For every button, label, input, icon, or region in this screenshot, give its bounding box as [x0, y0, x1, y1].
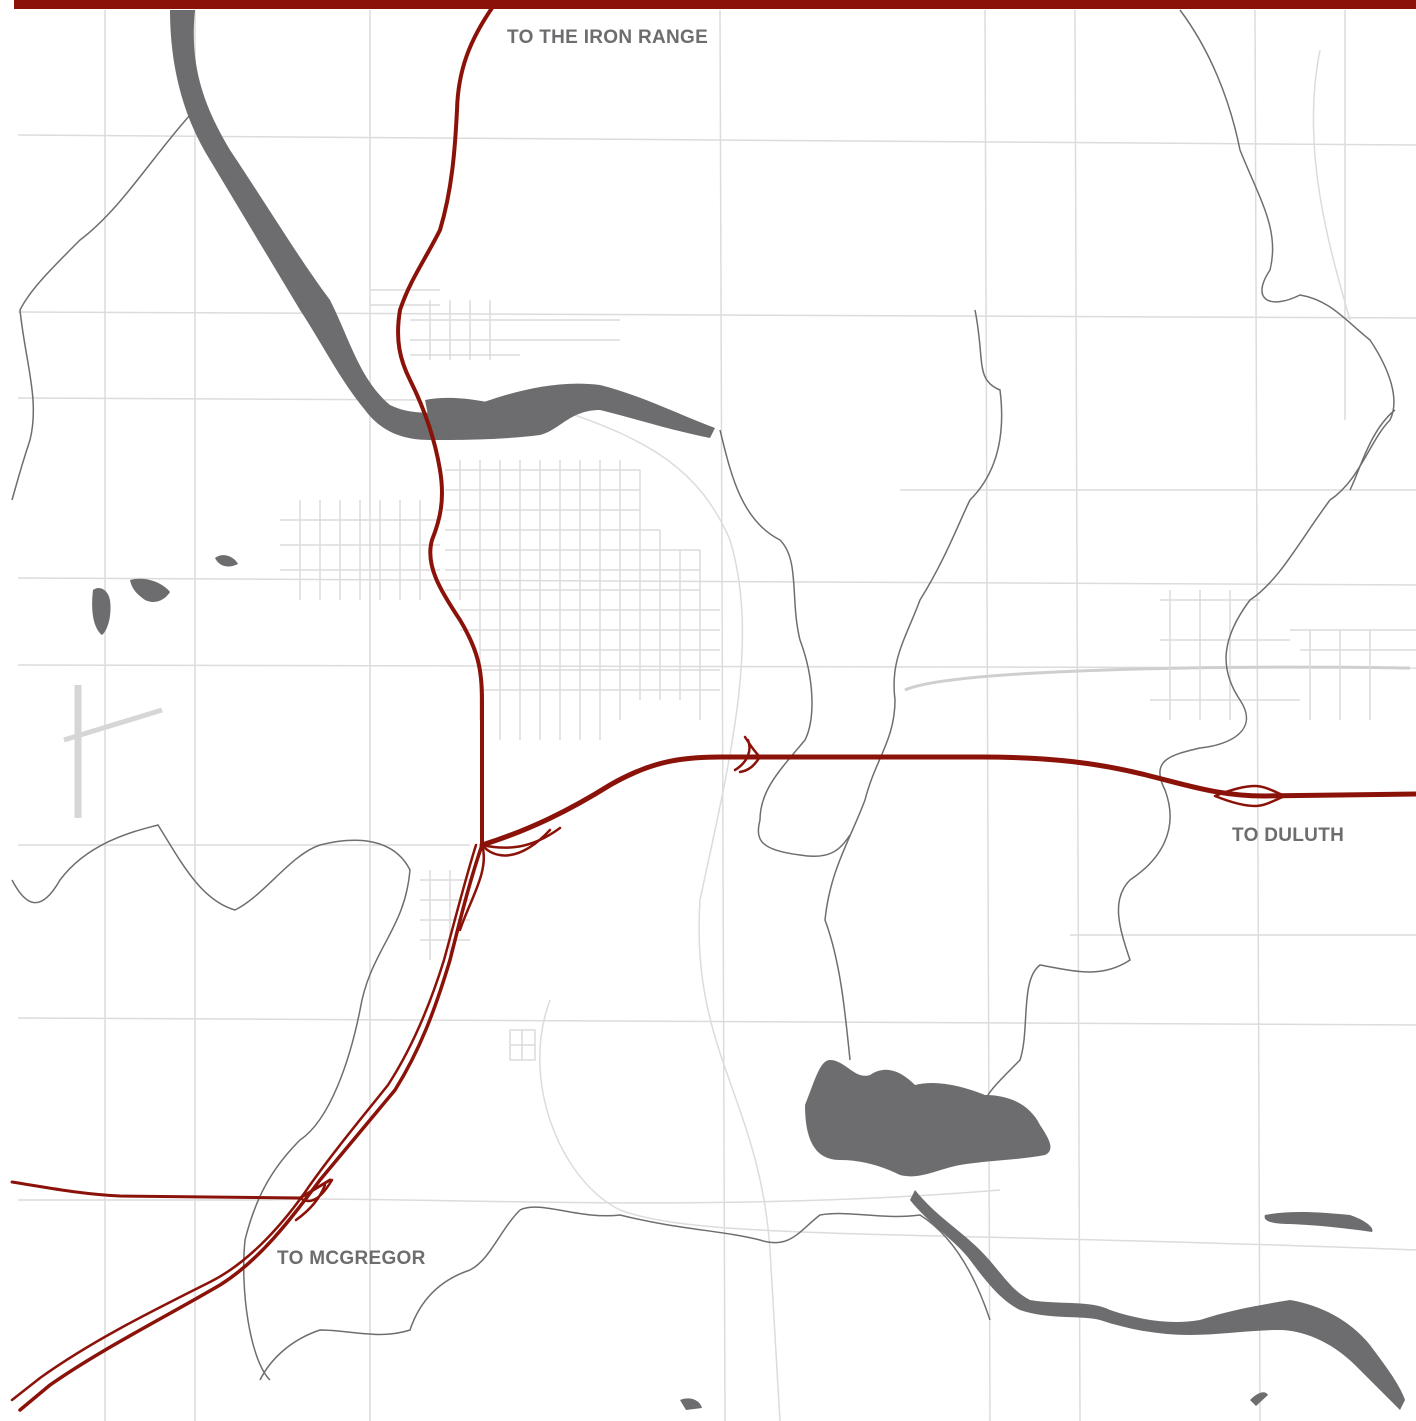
highway-north-south	[396, 6, 494, 847]
highways	[10, 6, 1416, 1412]
highway-east-west	[479, 754, 1416, 848]
header-bar	[14, 0, 1416, 9]
local-roads	[17, 9, 1416, 1421]
highway-west-spur	[10, 1178, 332, 1200]
label-to-mcgregor: TO MCGREGOR	[277, 1248, 426, 1269]
airport-runways	[63, 685, 163, 818]
highway-southwest	[18, 843, 484, 1412]
label-to-iron-range: TO THE IRON RANGE	[507, 27, 709, 48]
water-bodies	[92, 10, 1405, 1410]
boundary-lines	[11, 9, 1396, 1381]
label-to-duluth: TO DULUTH	[1232, 825, 1345, 846]
